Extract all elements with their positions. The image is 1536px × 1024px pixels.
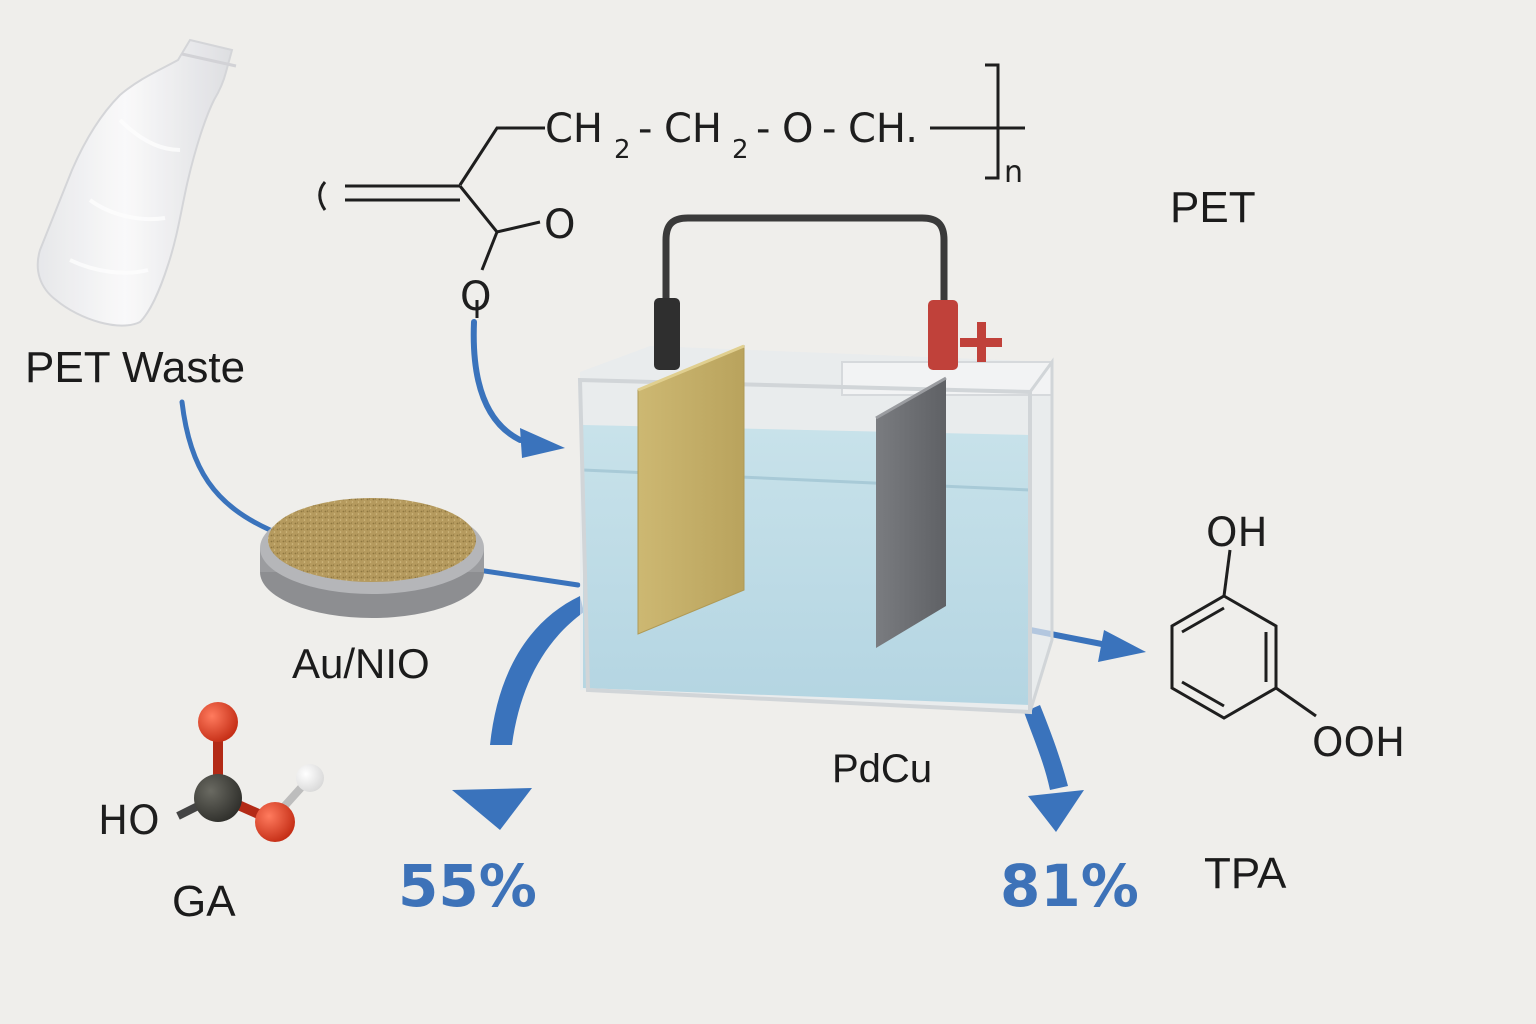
ga-ho-label: HO [98,798,160,844]
pet-chain-ch: CH. [848,106,918,152]
positive-terminal [928,300,958,370]
pet-repeat-n: n [1004,155,1023,190]
arrow-disk-to-cell [475,567,581,588]
pet-carbonyl-o: O [544,202,575,248]
catalyst-anode-label: Au/NIO [292,640,430,687]
arrow-to-ga-yield-head [452,788,532,830]
ga-yield-percent: 55% [398,852,537,920]
ball-and-stick-molecule-icon [176,702,324,842]
tpa-yield-percent: 81% [1000,852,1139,920]
tpa-label: TPA [1204,849,1287,898]
electrolysis-cell-icon [577,214,1054,715]
arrow-pet-to-cell [470,319,523,443]
pet-waste-label: PET Waste [25,343,245,392]
negative-terminal [654,298,680,370]
arrow-to-ga-yield [490,596,584,745]
pet-chain-o: O [782,106,813,152]
pet-chain-sub-b: 2 [732,135,749,165]
pet-chain-dash-a: - [638,106,652,152]
arrow-pet-to-cell-head [520,428,565,458]
tpa-ooh-label: OOH [1312,720,1405,766]
pet-label: PET [1170,183,1256,232]
arrow-cell-to-tpa-head [1098,630,1146,662]
pet-chain-sub-a: 2 [614,135,631,165]
plus-icon [960,322,1002,362]
tpa-oh-label: OH [1206,510,1268,556]
plastic-bottle-icon [36,38,237,327]
pet-chain-dash-b: - [756,106,770,152]
arrow-waste-to-disk [179,399,273,533]
catalyst-cathode-label: PdCu [832,747,932,791]
arrow-to-tpa-yield-head [1028,790,1084,832]
tpa-structure [1170,549,1317,720]
pet-chain-ch2-a: CH [545,106,603,152]
pet-structure [318,63,1025,318]
catalyst-disk-icon [260,498,484,618]
pet-ester-o: O [460,274,491,320]
arrow-to-tpa-yield [1024,705,1068,790]
pet-chain-dash-c: - [822,106,836,152]
pet-chain-ch2-b: CH [664,106,722,152]
ga-label: GA [172,877,236,926]
